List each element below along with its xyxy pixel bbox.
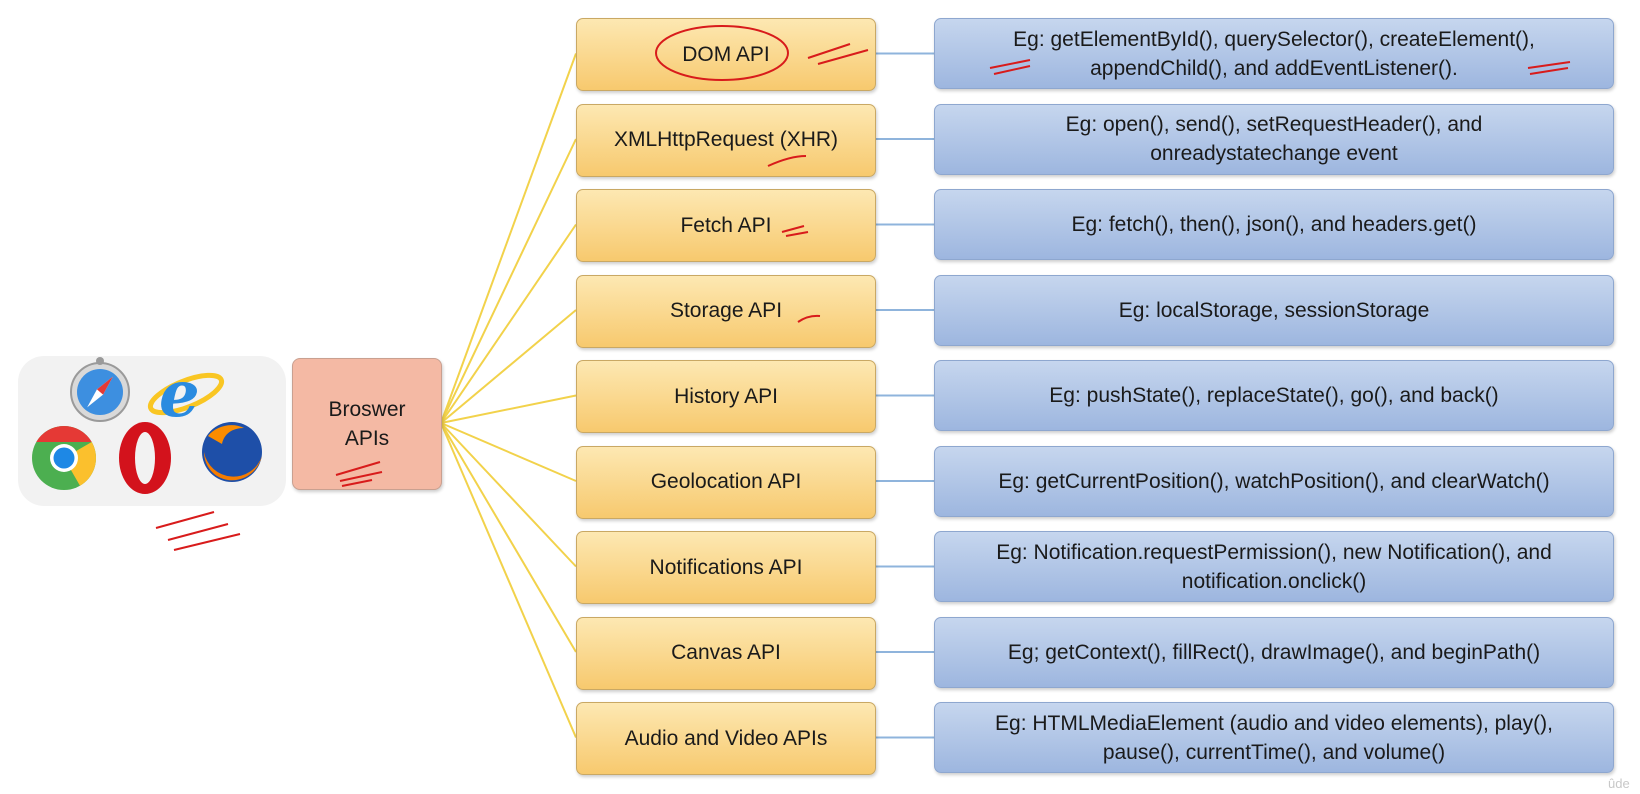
api-box-xmlhttprequest-xhr: XMLHttpRequest (XHR) <box>576 103 876 177</box>
api-box-history-api: History API <box>576 360 876 433</box>
connector-root-to-api <box>440 138 577 424</box>
api-example: Eg: fetch(), then(), json(), and headers… <box>1071 213 1477 236</box>
example-box-xmlhttprequest-xhr: Eg: open(), send(), setRequestHeader(), … <box>934 103 1614 175</box>
browser-logos-panel: e <box>18 356 286 506</box>
browser-apis-root: Broswer APIs <box>292 358 442 490</box>
api-example: Eg: localStorage, sessionStorage <box>1118 298 1430 322</box>
example-box-fetch-api: Eg: fetch(), then(), json(), and headers… <box>934 189 1614 260</box>
api-name: Notifications API <box>649 555 803 579</box>
internet-explorer-icon: e <box>147 357 225 432</box>
connector-root-to-api <box>440 53 577 424</box>
chrome-icon <box>32 426 96 490</box>
connector-root-to-api <box>440 223 577 424</box>
api-box-audio-and-video-apis: Audio and Video APIs <box>576 702 876 775</box>
connector-root-to-api <box>440 422 577 482</box>
api-name: Geolocation API <box>650 470 802 493</box>
api-box-notifications-api: Notifications API <box>576 531 876 604</box>
api-name: Storage API <box>669 299 783 322</box>
connector-root-to-api <box>440 422 577 738</box>
connector-root-to-api <box>440 422 577 653</box>
connector-root-to-api <box>440 309 577 424</box>
api-example: Eg: open(), send(), setRequestHeader(), … <box>1065 113 1483 165</box>
api-name: History API <box>674 384 778 408</box>
api-example: Eg: Notification.requestPermission(), ne… <box>996 540 1552 593</box>
api-example: Eg: getCurrentPosition(), watchPosition(… <box>998 469 1550 493</box>
api-name: DOM API <box>682 42 770 66</box>
connector-root-to-api <box>440 422 577 568</box>
api-box-dom-api: DOM API <box>576 18 876 91</box>
api-box-geolocation-api: Geolocation API <box>576 445 876 519</box>
example-box-storage-api: Eg: localStorage, sessionStorage <box>934 274 1614 346</box>
safari-icon <box>70 357 130 422</box>
connector-root-to-api <box>440 394 577 424</box>
api-box-fetch-api: Fetch API <box>576 189 876 262</box>
example-box-geolocation-api: Eg: getCurrentPosition(), watchPosition(… <box>934 445 1614 517</box>
api-example: Eg: getElementById(), querySelector(), c… <box>1013 27 1535 80</box>
watermark: ûde <box>1608 776 1630 791</box>
example-box-audio-and-video-apis: Eg: HTMLMediaElement (audio and video el… <box>934 702 1614 773</box>
api-example: Eg: HTMLMediaElement (audio and video el… <box>995 711 1553 764</box>
firefox-icon <box>202 422 262 482</box>
api-name: Canvas API <box>671 641 781 664</box>
svg-text:e: e <box>159 357 200 432</box>
example-box-notifications-api: Eg: Notification.requestPermission(), ne… <box>934 531 1614 602</box>
api-example: Eg; getContext(), fillRect(), drawImage(… <box>1007 640 1541 664</box>
example-box-history-api: Eg: pushState(), replaceState(), go(), a… <box>934 360 1614 431</box>
api-name: XMLHttpRequest (XHR) <box>613 128 839 151</box>
opera-icon <box>119 422 171 494</box>
example-box-dom-api: Eg: getElementById(), querySelector(), c… <box>934 18 1614 89</box>
example-box-canvas-api: Eg; getContext(), fillRect(), drawImage(… <box>934 616 1614 688</box>
browser-logos: e <box>32 357 262 494</box>
api-box-storage-api: Storage API <box>576 274 876 348</box>
api-box-canvas-api: Canvas API <box>576 616 876 690</box>
api-name: Audio and Video APIs <box>624 726 828 750</box>
api-example: Eg: pushState(), replaceState(), go(), a… <box>1049 384 1499 407</box>
root-label: Broswer APIs <box>328 398 406 450</box>
api-name: Fetch API <box>680 213 772 237</box>
